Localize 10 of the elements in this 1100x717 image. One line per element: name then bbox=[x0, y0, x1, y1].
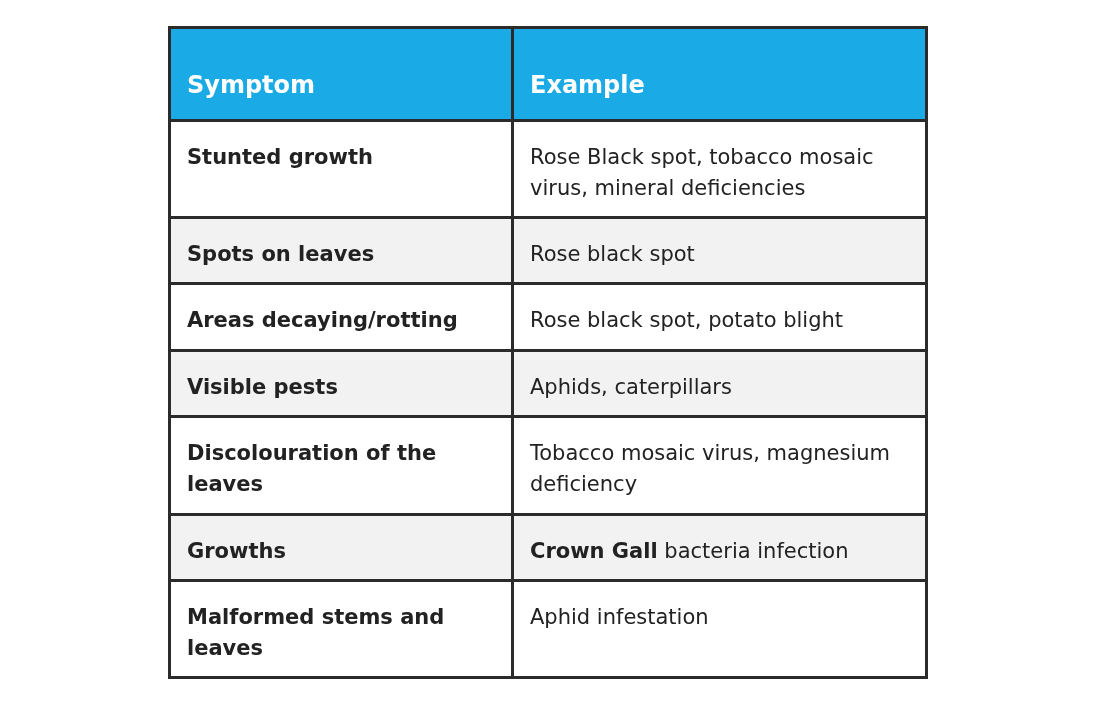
column-header: Example bbox=[512, 27, 927, 121]
column-header: Symptom bbox=[169, 27, 513, 121]
symptom-cell: Malformed stems and leaves bbox=[169, 580, 513, 678]
symptom-cell: Spots on leaves bbox=[169, 217, 513, 284]
example-cell: Crown Gall bacteria infection bbox=[512, 514, 927, 581]
example-cell: Aphids, caterpillars bbox=[512, 350, 927, 417]
symptom-cell: Visible pests bbox=[169, 350, 513, 417]
symptom-cell: Growths bbox=[169, 514, 513, 581]
example-cell: Rose black spot bbox=[512, 217, 927, 284]
example-cell: Aphid infestation bbox=[512, 580, 927, 678]
